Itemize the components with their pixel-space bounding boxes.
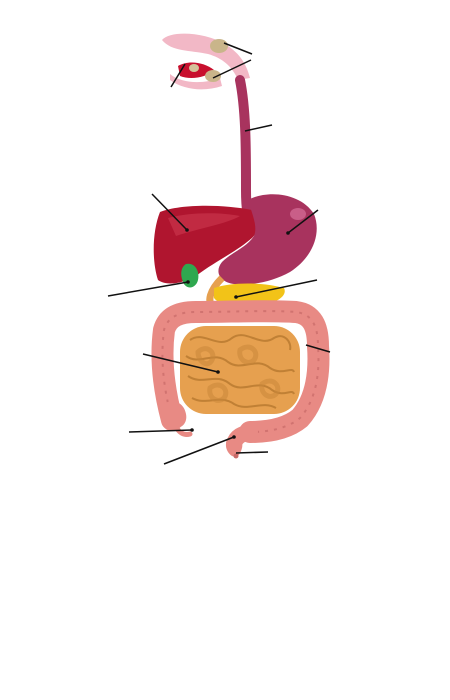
small-intestine xyxy=(180,326,300,414)
salivary-gland-side xyxy=(189,64,199,72)
leader-line-appendix xyxy=(128,429,193,433)
leader-line-salivary-lower xyxy=(212,59,252,79)
leader-points xyxy=(185,228,290,439)
leader-line-rectum xyxy=(163,436,235,465)
leader-lines xyxy=(107,42,331,465)
cecum xyxy=(162,401,187,429)
rectum-shape xyxy=(225,436,243,457)
anus xyxy=(233,453,239,459)
leader-line-small-intestine xyxy=(142,353,219,373)
small-intestine-coils xyxy=(195,344,281,403)
stomach xyxy=(218,194,317,285)
leader-line-salivary-upper xyxy=(223,42,253,55)
leader-point-rectum xyxy=(232,435,236,439)
leader-line-pancreas xyxy=(235,279,318,298)
leader-line-tongue xyxy=(170,63,186,88)
stomach-highlight xyxy=(290,208,306,220)
leader-point-pancreas xyxy=(234,295,238,299)
salivary-gland-upper xyxy=(210,39,228,53)
leader-line-esophagus xyxy=(244,124,273,132)
appendix xyxy=(173,423,193,437)
leader-line-anus xyxy=(235,451,269,454)
leader-point-appendix xyxy=(190,428,194,432)
large-intestine xyxy=(151,300,330,443)
lower-lip xyxy=(170,74,222,90)
leader-line-large-intestine xyxy=(305,344,331,353)
liver-shape xyxy=(153,205,260,284)
leader-point-liver xyxy=(185,228,189,232)
gallbladder xyxy=(181,263,199,288)
salivary-gland-lower xyxy=(205,70,221,82)
leader-point-gallbladder xyxy=(186,280,190,284)
leader-line-stomach xyxy=(287,209,319,234)
salivary-glands xyxy=(189,39,228,82)
leader-point-stomach xyxy=(286,231,290,235)
leader-point-small-intestine xyxy=(216,370,220,374)
colon-haustra xyxy=(161,310,320,433)
leader-line-liver xyxy=(151,193,188,231)
rectum xyxy=(225,424,258,457)
upper-lip xyxy=(162,33,250,80)
leader-line-gallbladder xyxy=(107,281,189,297)
